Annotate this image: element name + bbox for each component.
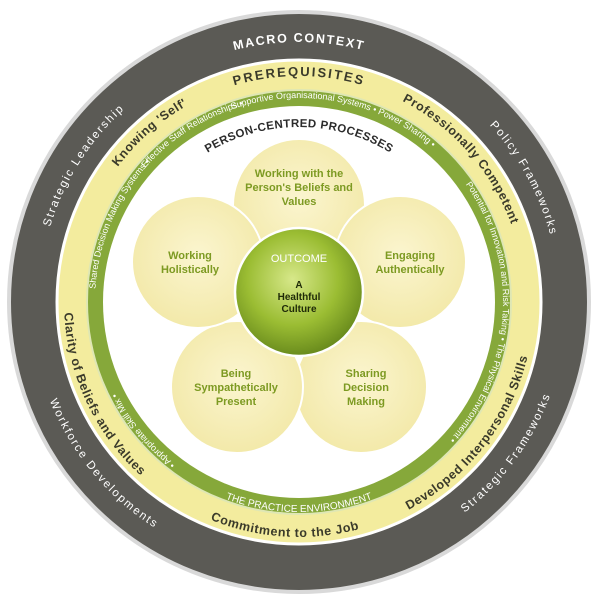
petal-sympathetically-present: Being Sympathetically Present xyxy=(170,320,304,454)
petal-beliefs-line3: Values xyxy=(282,196,317,208)
outcome-circle: OUTCOME A Healthful Culture xyxy=(233,226,365,358)
petal-holistic-line2: Holistically xyxy=(161,264,220,276)
petal-sharing-line2: Decision xyxy=(343,382,389,394)
petal-holistic-line1: Working xyxy=(168,250,212,262)
petal-sympathetic-line3: Present xyxy=(216,396,257,408)
outcome-line3: Culture xyxy=(282,304,317,315)
outcome-line1: A xyxy=(295,280,302,291)
petal-sharing-decision-making: Sharing Decision Making xyxy=(294,320,428,454)
outcome-label: OUTCOME xyxy=(271,253,327,265)
petal-sympathetic-line1: Being xyxy=(221,368,252,380)
petal-beliefs-line2: Person's Beliefs and xyxy=(245,182,353,194)
petal-engaging-authentically: Engaging Authentically xyxy=(333,195,467,329)
petal-beliefs-line1: Working with the xyxy=(255,168,343,180)
outcome-line2: Healthful xyxy=(278,292,321,303)
petal-sympathetic-line2: Sympathetically xyxy=(194,382,279,394)
petal-sharing-line3: Making xyxy=(347,396,385,408)
petal-engaging-line2: Authentically xyxy=(375,264,445,276)
petal-sharing-line1: Sharing xyxy=(346,368,387,380)
petal-working-holistically: Working Holistically xyxy=(131,195,265,329)
petal-engaging-line1: Engaging xyxy=(385,250,435,262)
